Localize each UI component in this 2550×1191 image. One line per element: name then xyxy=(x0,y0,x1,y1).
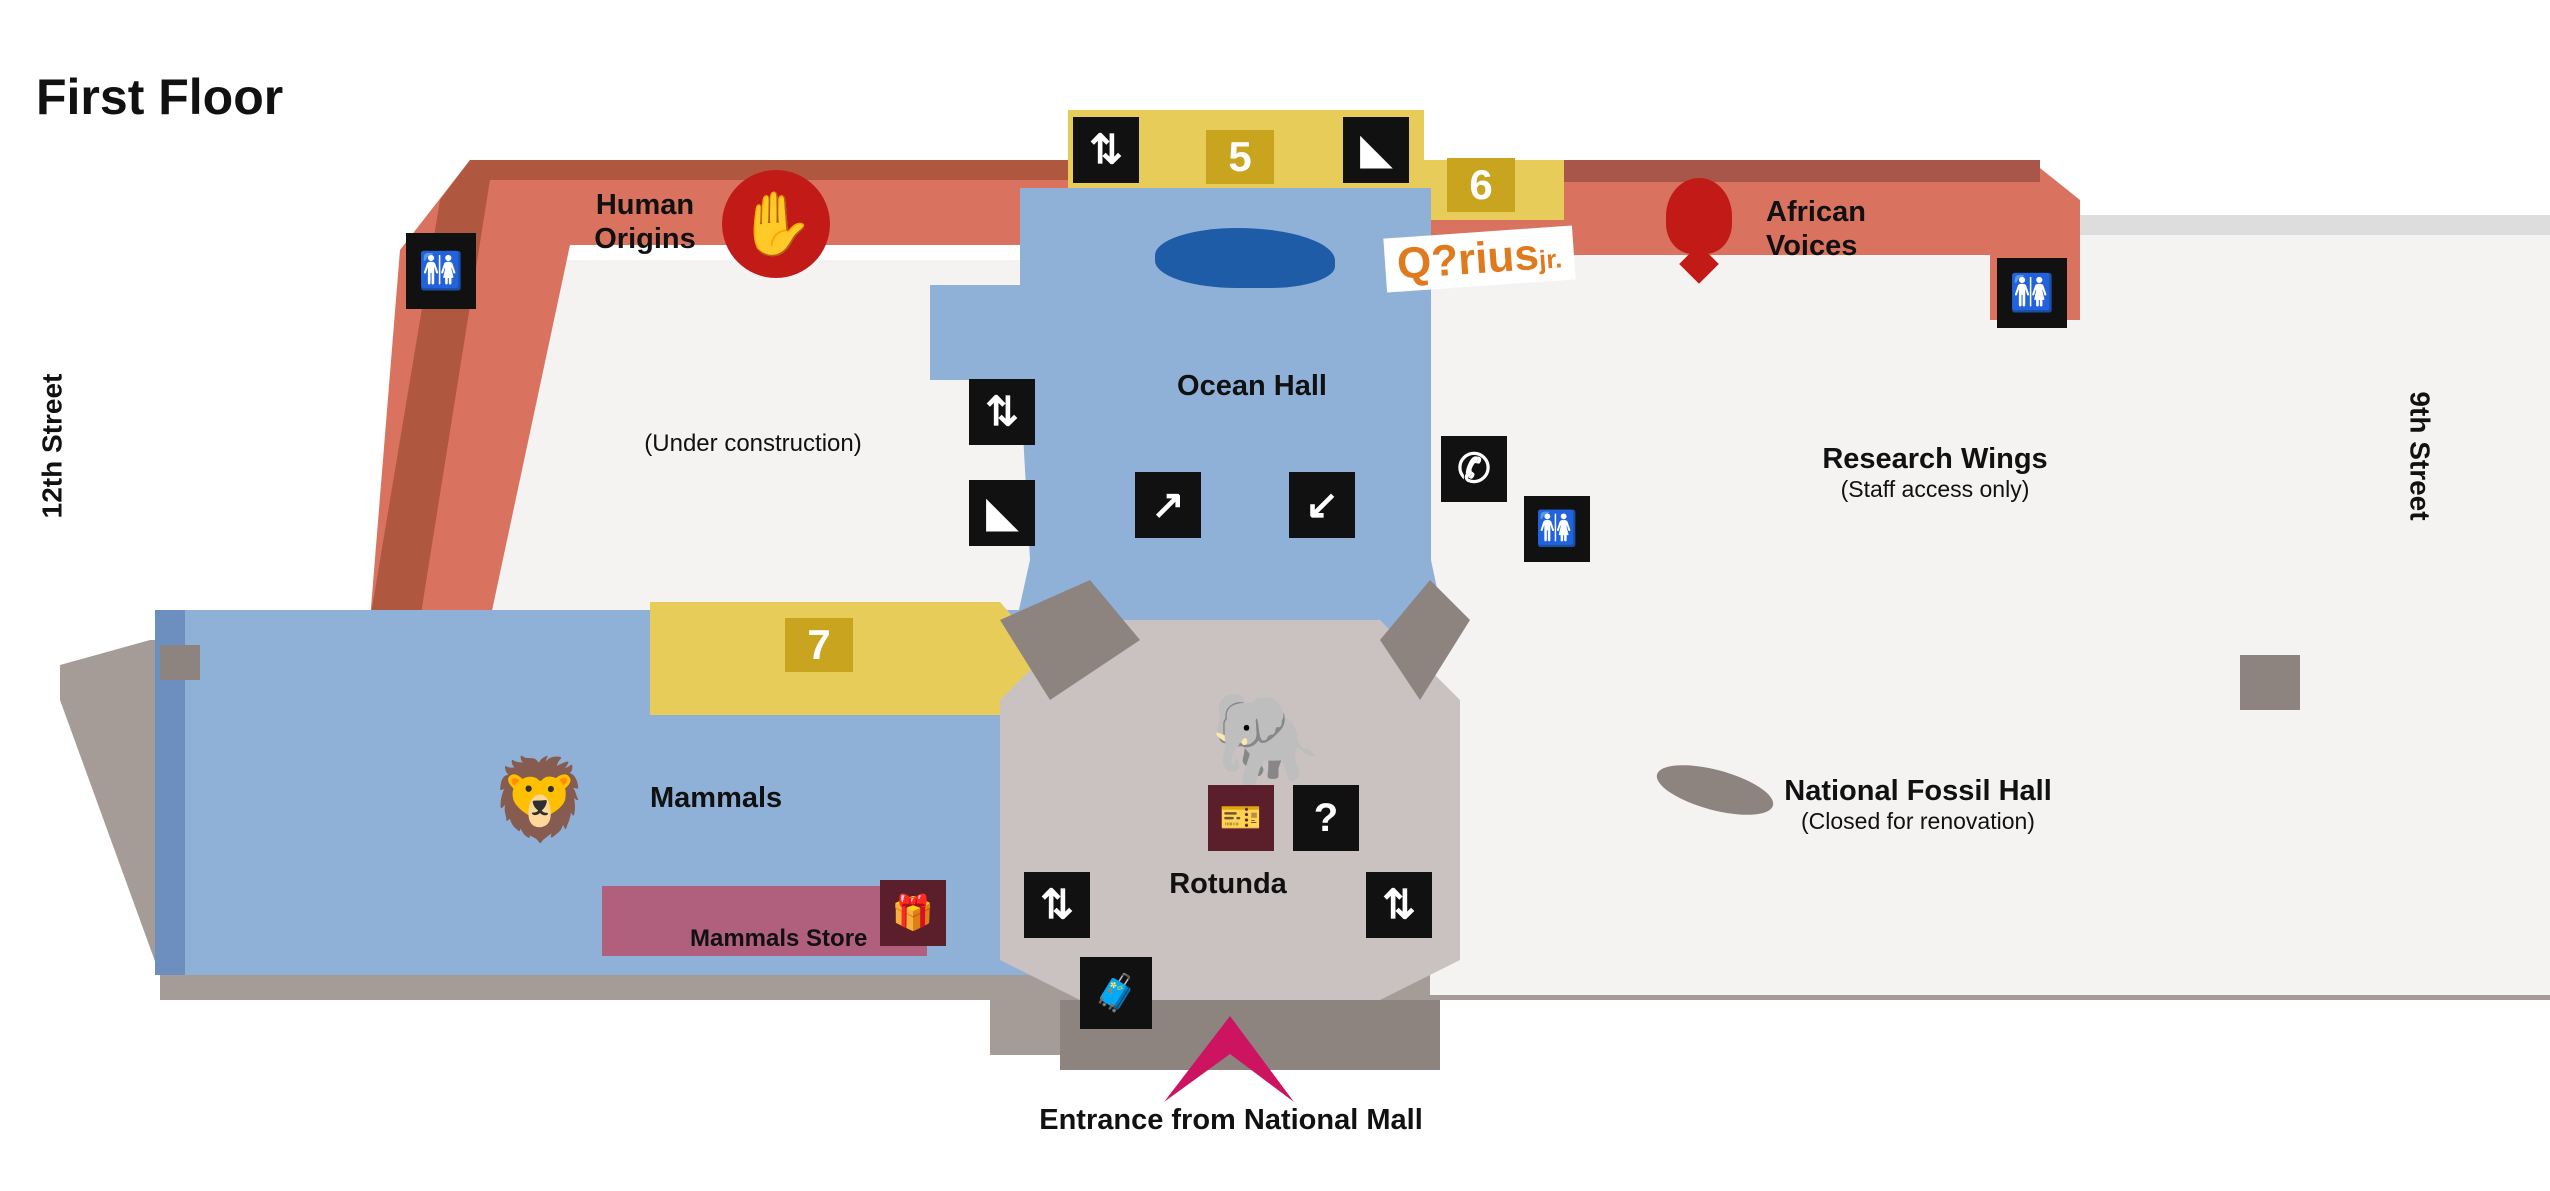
qrius-name: Q?rius xyxy=(1395,229,1541,289)
elevator-icon[interactable]: ⇅ xyxy=(969,379,1035,445)
lion-icon: 🦁 xyxy=(490,755,590,844)
restroom-icon: 🚻 xyxy=(406,233,476,309)
mammals-store-area xyxy=(602,886,927,956)
entrance-label[interactable]: Entrance from National Mall xyxy=(1039,1104,1423,1136)
corridor-wall xyxy=(370,160,1070,620)
research-wings-note: (Staff access only) xyxy=(1840,476,2030,502)
stairs-icon[interactable]: ◣ xyxy=(1343,117,1409,183)
research-wings-name: Research Wings xyxy=(1822,443,2048,475)
fossil-hall-name: National Fossil Hall xyxy=(1784,775,2052,807)
stairs-icon[interactable]: ◣ xyxy=(969,480,1035,546)
qrius-suffix: jr. xyxy=(1537,243,1564,275)
fossil-hall-note: (Closed for renovation) xyxy=(1801,808,2035,834)
rotunda-label[interactable]: Rotunda xyxy=(1169,868,1287,900)
human-origins-line1: Human xyxy=(595,189,695,221)
street-label-right: 9th Street xyxy=(2404,391,2436,521)
african-voices-line1: African xyxy=(1766,196,1866,228)
entrance-arrow xyxy=(1164,1016,1294,1102)
restroom-icon: 🚻 xyxy=(1524,496,1590,562)
elevator-icon[interactable]: ⇅ xyxy=(1366,872,1432,938)
whale-icon xyxy=(1155,228,1335,288)
restroom-icon: 🚻 xyxy=(1997,258,2067,328)
zone-7-badge: 7 xyxy=(785,618,853,672)
fossil-hall-label: National Fossil Hall (Closed for renovat… xyxy=(1784,775,2052,835)
mammals-store-label[interactable]: Mammals Store xyxy=(690,925,868,952)
left-floor xyxy=(490,260,1030,620)
elevator-icon[interactable]: ⇅ xyxy=(1073,117,1139,183)
research-wings-label: Research Wings (Staff access only) xyxy=(1822,443,2047,503)
mammals-label[interactable]: Mammals xyxy=(650,782,783,814)
african-voices-icon xyxy=(1666,178,1732,254)
elevator-icon[interactable]: ⇅ xyxy=(1024,872,1090,938)
ticket-icon[interactable]: 🎫 xyxy=(1208,785,1274,851)
under-construction-label: (Under construction) xyxy=(644,430,862,457)
ocean-hall-label[interactable]: Ocean Hall xyxy=(1177,370,1327,402)
hand-icon: ✋ xyxy=(722,170,830,278)
zone-6-badge: 6 xyxy=(1447,158,1515,212)
african-voices-corridor xyxy=(1430,160,2080,320)
right-wing-floor xyxy=(1430,215,2550,995)
escalator-down-icon[interactable]: ↙ xyxy=(1289,472,1355,538)
information-icon[interactable]: ? xyxy=(1293,785,1359,851)
coat-check-icon[interactable]: 🧳 xyxy=(1080,957,1152,1029)
street-label-left: 12th Street xyxy=(36,373,68,519)
gift-shop-icon[interactable]: 🎁 xyxy=(880,880,946,946)
african-voices-line2: Voices xyxy=(1766,230,1858,262)
zone-5-badge: 5 xyxy=(1206,130,1274,184)
corridor-top-wall xyxy=(1430,160,2040,182)
human-origins-line2: Origins xyxy=(594,223,696,255)
escalator-up-icon[interactable]: ↗ xyxy=(1135,472,1201,538)
phone-icon[interactable]: ✆ xyxy=(1441,436,1507,502)
human-origins-corridor xyxy=(370,160,1070,620)
african-voices-label[interactable]: African Voices xyxy=(1766,195,1866,263)
page-title: First Floor xyxy=(36,69,284,125)
elephant-icon: 🐘 xyxy=(1210,690,1323,790)
human-origins-label[interactable]: Human Origins xyxy=(594,188,696,256)
